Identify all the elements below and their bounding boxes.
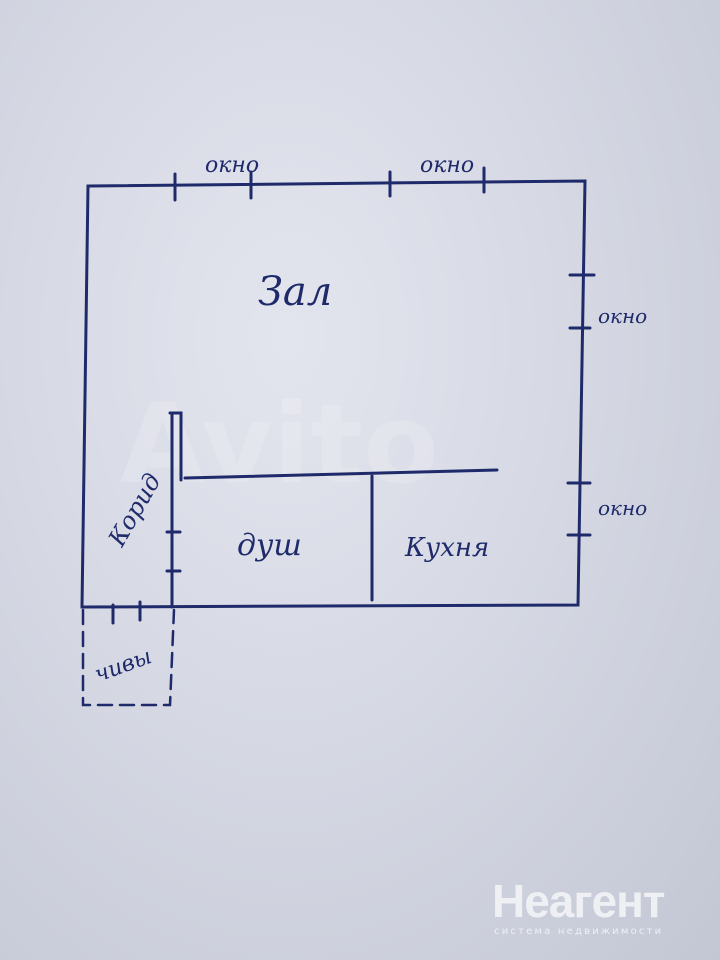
window-marks bbox=[173, 166, 596, 537]
window-label-right-lower: окно bbox=[598, 496, 647, 520]
room-label-corridor: Корид bbox=[102, 469, 166, 552]
agency-logo: Неагент bbox=[492, 875, 665, 927]
outer-walls bbox=[80, 179, 587, 609]
room-label-kitchen: Кухня bbox=[404, 533, 489, 563]
window-label-top-left: окно bbox=[205, 153, 259, 178]
agency-tagline: система недвижимости bbox=[494, 926, 664, 937]
porch-outline bbox=[81, 600, 176, 707]
room-label-hall: Зал bbox=[258, 269, 332, 315]
room-label-shower: душ bbox=[237, 528, 302, 563]
interior-walls bbox=[165, 411, 499, 609]
window-label-top-right: окно bbox=[420, 153, 474, 178]
room-label-porch: чивы bbox=[92, 644, 156, 688]
window-label-right-upper: окно bbox=[598, 304, 647, 328]
